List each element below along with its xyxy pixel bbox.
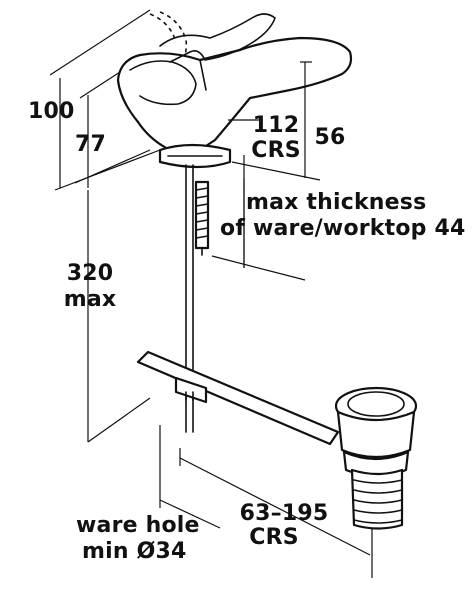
crs-unit-label: CRS [251, 138, 301, 163]
tap-body [116, 13, 353, 169]
shank-and-rod [185, 164, 210, 401]
popup-waste [334, 386, 418, 530]
thickness-dimension-lines [211, 178, 306, 281]
height-spout-label: 77 [74, 132, 106, 157]
height-total-label: 100 [28, 99, 75, 124]
thickness-line2-label: of ware/worktop 44 [220, 216, 466, 241]
rod-length-unit-label: max [63, 287, 117, 312]
spout-reach-label: 56 [314, 125, 346, 150]
rod-length-dimension-lines [87, 190, 151, 443]
ware-hole-line1-label: ware hole [76, 513, 200, 538]
height-dimension-lines [49, 9, 161, 191]
waste-crs-value-label: 63–195 [239, 501, 329, 526]
rod-length-value-label: 320 [66, 261, 114, 286]
waste-crs-unit-label: CRS [249, 525, 299, 550]
crs-value-label: 112 [252, 113, 300, 138]
pivot-rod [136, 350, 340, 446]
thickness-line1-label: max thickness [246, 190, 427, 215]
waste-dimension-lines [159, 425, 373, 578]
lever-raised-outline [149, 11, 188, 71]
ware-hole-line2-label: min Ø34 [82, 539, 187, 564]
